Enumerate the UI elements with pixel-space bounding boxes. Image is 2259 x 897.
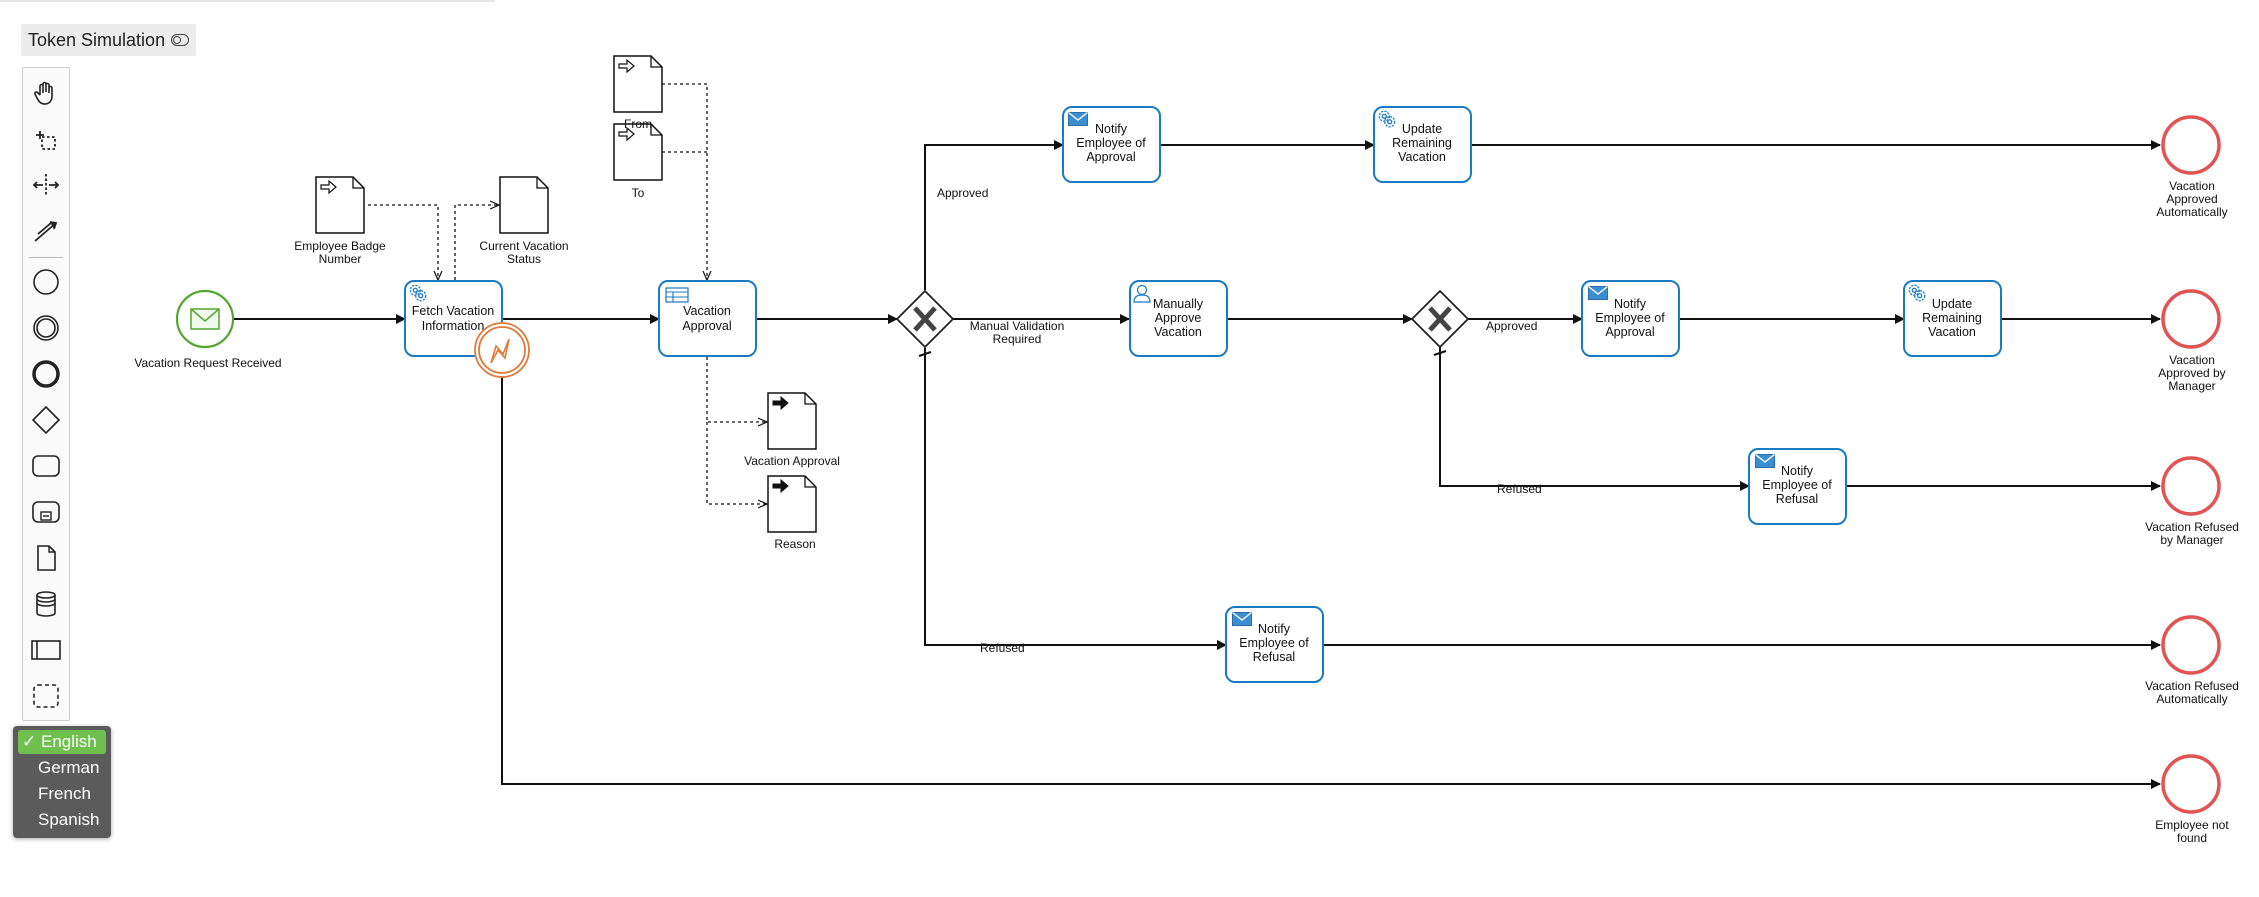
data-object-vacation-approval[interactable] (767, 392, 817, 450)
data-object-current-vacation-status[interactable] (499, 176, 549, 234)
sequence-flow[interactable] (924, 348, 1227, 650)
end-event[interactable] (2161, 115, 2221, 175)
tasks (404, 106, 2002, 683)
sequence-flow[interactable] (501, 375, 2161, 789)
start-event-icon[interactable] (23, 262, 69, 302)
hand-tool-icon[interactable] (23, 73, 69, 113)
pool-icon[interactable] (23, 630, 69, 670)
send-task-envelope-icon (1755, 454, 1775, 468)
task-icon[interactable] (23, 446, 69, 486)
data-object-label: To (632, 186, 645, 200)
token-simulation-label: Token Simulation (28, 29, 166, 50)
language-option-spanish[interactable]: Spanish (38, 810, 100, 829)
palette-separator (29, 257, 63, 258)
sequence-flow[interactable] (1439, 347, 1750, 491)
start-event[interactable] (175, 289, 235, 349)
lasso-tool-icon[interactable] (23, 119, 69, 159)
send-task-envelope-icon (1588, 286, 1608, 300)
language-option-english[interactable]: ✓ English (18, 730, 106, 754)
data-object-label: Vacation Approval (744, 454, 840, 468)
task-update-remaining-manager[interactable] (1903, 280, 2002, 357)
tool-palette (22, 67, 70, 721)
data-object-label: Reason (774, 537, 815, 551)
end-event[interactable] (2161, 754, 2221, 814)
toggle-switch-icon (171, 34, 190, 46)
subprocess-icon[interactable] (23, 492, 69, 532)
intermediate-event-icon[interactable] (23, 308, 69, 348)
group-icon[interactable] (23, 676, 69, 716)
sequence-flows (234, 140, 2161, 789)
exclusive-gateway[interactable] (895, 289, 955, 349)
language-option-french[interactable]: French (38, 784, 91, 803)
flow-label: Refused (980, 641, 1025, 655)
start-event-label: Vacation Request Received (134, 356, 281, 370)
data-object-label: From (624, 117, 652, 131)
end-event[interactable] (2161, 456, 2221, 516)
top-divider (0, 0, 495, 2)
data-store-icon[interactable] (23, 584, 69, 624)
task-manually-approve[interactable] (1129, 280, 1228, 357)
data-associations (368, 83, 767, 504)
flow-label: Refused (1497, 482, 1542, 496)
send-task-envelope-icon (1068, 112, 1088, 126)
connect-tool-icon[interactable] (23, 211, 69, 251)
space-tool-icon[interactable] (23, 165, 69, 205)
checkmark-icon: ✓ (22, 732, 37, 751)
user-task-icon (1133, 284, 1151, 303)
end-event[interactable] (2161, 615, 2221, 675)
exclusive-gateway[interactable] (1410, 289, 1470, 349)
gateway-icon[interactable] (23, 400, 69, 440)
token-simulation-toggle[interactable]: Token Simulation (21, 24, 197, 56)
data-object-to[interactable] (613, 123, 663, 181)
sequence-flow[interactable] (924, 140, 1064, 290)
language-option-german[interactable]: German (38, 758, 100, 777)
business-rule-task-icon (665, 287, 689, 303)
flow-label: Approved (937, 186, 988, 200)
end-event-icon[interactable] (23, 354, 69, 394)
data-object-from[interactable] (613, 55, 663, 113)
data-object-reason[interactable] (767, 475, 817, 533)
end-events (2161, 115, 2221, 814)
flow-label: Approved (1486, 319, 1537, 333)
boundary-error-event[interactable] (474, 322, 530, 378)
end-event[interactable] (2161, 289, 2221, 349)
language-menu: ✓ English German French Spanish (13, 726, 111, 838)
send-task-envelope-icon (1232, 612, 1252, 626)
data-object-employee-badge-number[interactable] (315, 176, 365, 234)
task-update-remaining-auto[interactable] (1373, 106, 1472, 183)
data-object-icon[interactable] (23, 538, 69, 578)
